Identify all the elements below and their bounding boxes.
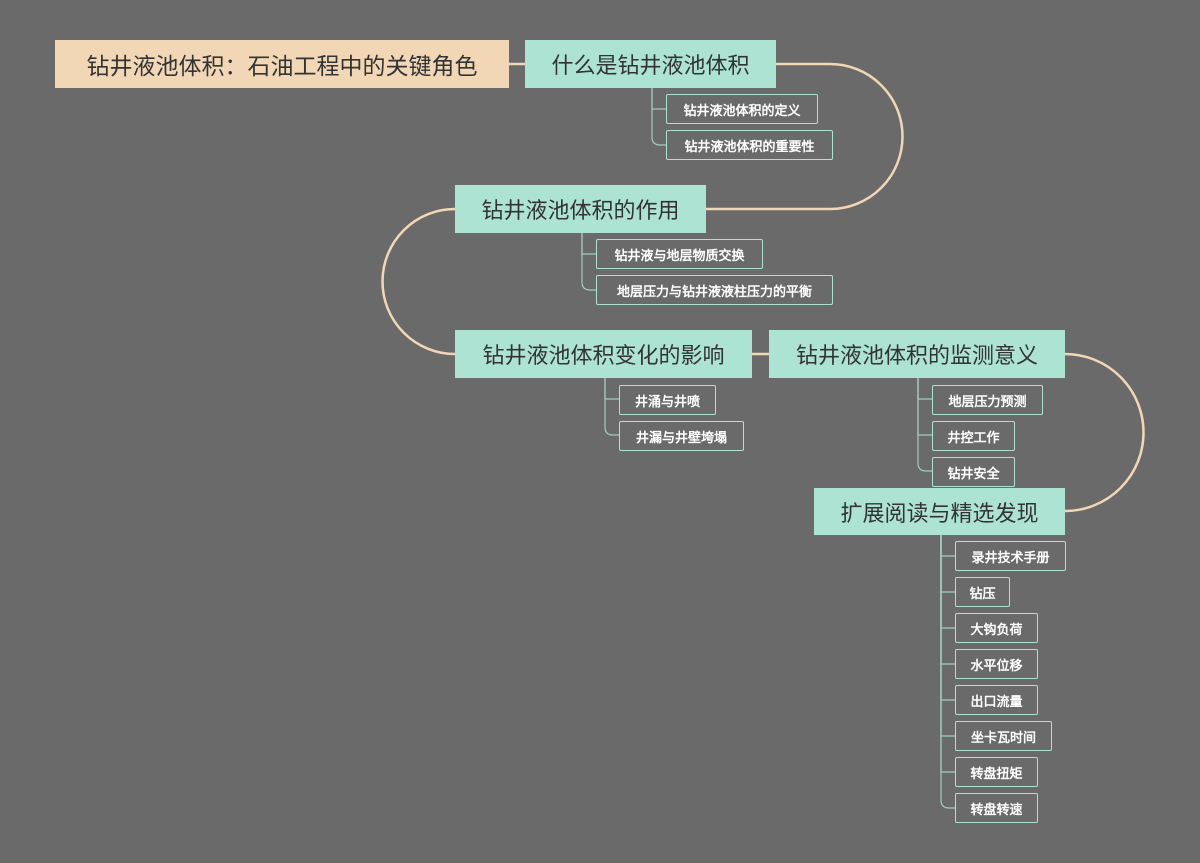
reading-item[interactable]: 转盘转速 [955, 793, 1038, 823]
root-topic[interactable]: 钻井液池体积：石油工程中的关键角色 [55, 40, 509, 88]
branch-line [604, 378, 619, 400]
branch-line [651, 88, 666, 110]
reading-item[interactable]: 钻压 [955, 577, 1010, 607]
reading-item[interactable]: 水平位移 [955, 649, 1038, 679]
subtopic-pressure-prediction[interactable]: 地层压力预测 [932, 385, 1043, 415]
topic-monitoring[interactable]: 钻井液池体积的监测意义 [769, 330, 1065, 378]
flow-connector-2-3 [381, 207, 456, 356]
branch-line [940, 535, 955, 629]
branch-line [940, 535, 955, 701]
reading-item[interactable]: 大钩负荷 [955, 613, 1038, 643]
subtopic-drilling-safety[interactable]: 钻井安全 [932, 457, 1015, 487]
flow-connector-4-5 [1064, 352, 1145, 513]
flow-connector-1-2 [706, 62, 904, 211]
topic-function[interactable]: 钻井液池体积的作用 [455, 185, 706, 233]
topic-further-reading[interactable]: 扩展阅读与精选发现 [814, 488, 1065, 535]
branch-line [917, 378, 932, 472]
branch-line [581, 233, 596, 255]
branch-line [940, 535, 955, 809]
branch-line [917, 378, 932, 400]
branch-line [581, 233, 596, 291]
branch-line [604, 378, 619, 436]
topic-change-impact[interactable]: 钻井液池体积变化的影响 [455, 330, 752, 378]
reading-item[interactable]: 坐卡瓦时间 [955, 721, 1052, 751]
branch-line [917, 378, 932, 436]
topic-what-is[interactable]: 什么是钻井液池体积 [525, 40, 776, 88]
subtopic-well-control[interactable]: 井控工作 [932, 421, 1015, 451]
subtopic-importance[interactable]: 钻井液池体积的重要性 [666, 130, 833, 160]
subtopic-pressure-balance[interactable]: 地层压力与钻井液液柱压力的平衡 [596, 275, 833, 305]
subtopic-definition[interactable]: 钻井液池体积的定义 [666, 94, 818, 124]
reading-item[interactable]: 转盘扭矩 [955, 757, 1038, 787]
reading-item[interactable]: 录井技术手册 [955, 541, 1066, 571]
branch-line [940, 535, 955, 737]
branch-line [940, 535, 955, 593]
subtopic-exchange[interactable]: 钻井液与地层物质交换 [596, 239, 763, 269]
branch-line [651, 88, 666, 146]
branch-line [940, 535, 955, 557]
reading-item[interactable]: 出口流量 [955, 685, 1038, 715]
branch-line [940, 535, 955, 665]
subtopic-loss-collapse[interactable]: 井漏与井壁垮塌 [619, 421, 744, 451]
subtopic-kick-blowout[interactable]: 井涌与井喷 [619, 385, 716, 415]
